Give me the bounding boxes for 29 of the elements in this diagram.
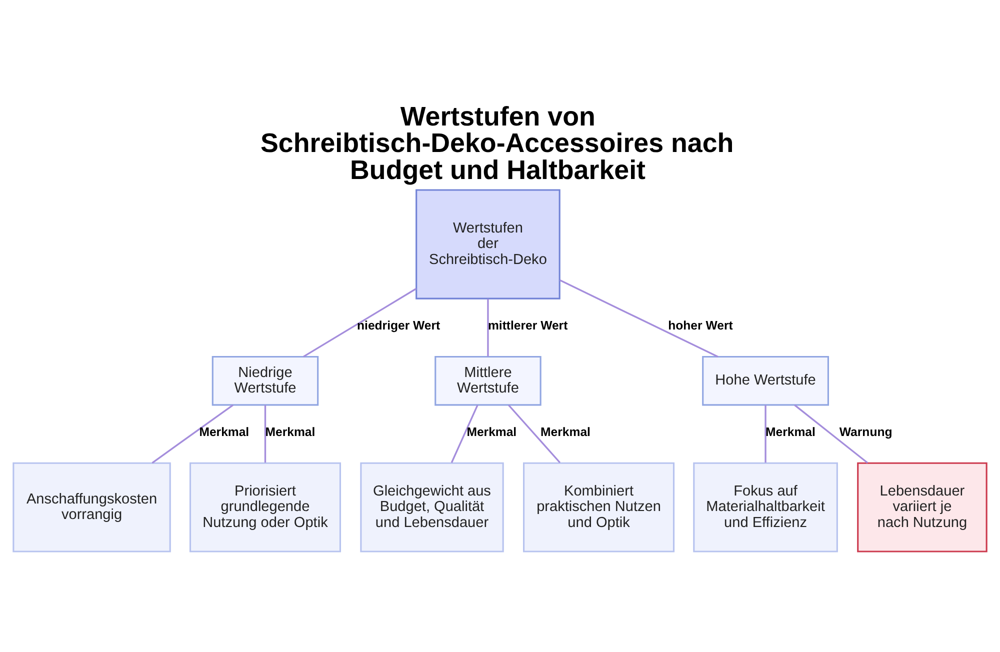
node-box: Wertstufen der Schreibtisch-Deko [416, 189, 560, 300]
connector [302, 288, 417, 358]
edge-label: Merkmal [265, 425, 316, 440]
edge-label: Merkmal [540, 425, 590, 440]
node-box: Anschaffungskosten vorrangig [12, 462, 171, 552]
edge-label: niedriger Wert [357, 318, 440, 333]
node-box: Kombiniert praktischen Nutzen und Optik [523, 462, 675, 552]
node-box: Mittlere Wertstufe [434, 356, 542, 406]
connector [450, 404, 478, 463]
connector [764, 405, 766, 463]
connector [264, 405, 266, 463]
connector [794, 404, 868, 464]
connector [559, 279, 718, 358]
edge-label: Merkmal [199, 425, 250, 440]
node-box: Gleichgewicht aus Budget, Qualität und Lebensdauer [360, 462, 504, 552]
node-box: Hohe Wertstufe [702, 356, 829, 406]
edge-label: Warnung [839, 425, 892, 440]
edge-label: Merkmal [466, 425, 517, 440]
connector [508, 404, 561, 464]
edge-label: hoher Wert [668, 318, 733, 333]
diagram-title: Wertstufen von Schreibtisch-Deko-Accessoires nach Budget und Haltbarkeit [260, 101, 734, 186]
node-box: Fokus auf Materialhaltbarkeit und Effizienz [693, 462, 838, 552]
node-box: Priorisiert grundlegende Nutzung oder Optik [189, 462, 342, 552]
node-box: Lebensdauer variiert je nach Nutzung [857, 462, 988, 552]
connector [152, 404, 234, 464]
edge-label: mittlerer Wert [488, 318, 568, 333]
edge-label: Merkmal [766, 425, 816, 440]
connector [487, 298, 489, 357]
node-box: Niedrige Wertstufe [212, 356, 319, 406]
